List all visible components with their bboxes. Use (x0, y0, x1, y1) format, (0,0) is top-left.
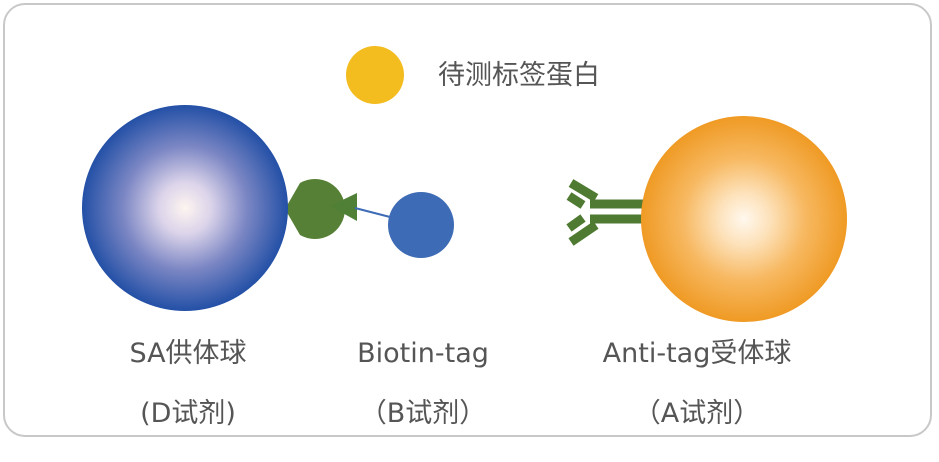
legend-label: 待测标签蛋白 (438, 60, 600, 91)
biotin-tag-reagent: （B试剂） (359, 398, 487, 429)
acceptor-bead-reagent: （A试剂） (633, 398, 761, 429)
target-protein-dot (346, 46, 404, 104)
biotin-tag-circle (388, 192, 454, 258)
donor-bead-name: SA供体球 (129, 338, 247, 369)
antibody-icon (566, 179, 643, 246)
streptavidin-shape (285, 179, 345, 239)
acceptor-bead (641, 116, 847, 322)
donor-bead-reagent: (D试剂) (140, 398, 236, 429)
acceptor-bead-name: Anti-tag受体球 (602, 338, 792, 369)
biotin-triangle (330, 193, 357, 221)
sa-donor-bead (82, 105, 288, 311)
biotin-tag-name: Biotin-tag (357, 338, 489, 369)
biotin-linker (354, 207, 395, 219)
